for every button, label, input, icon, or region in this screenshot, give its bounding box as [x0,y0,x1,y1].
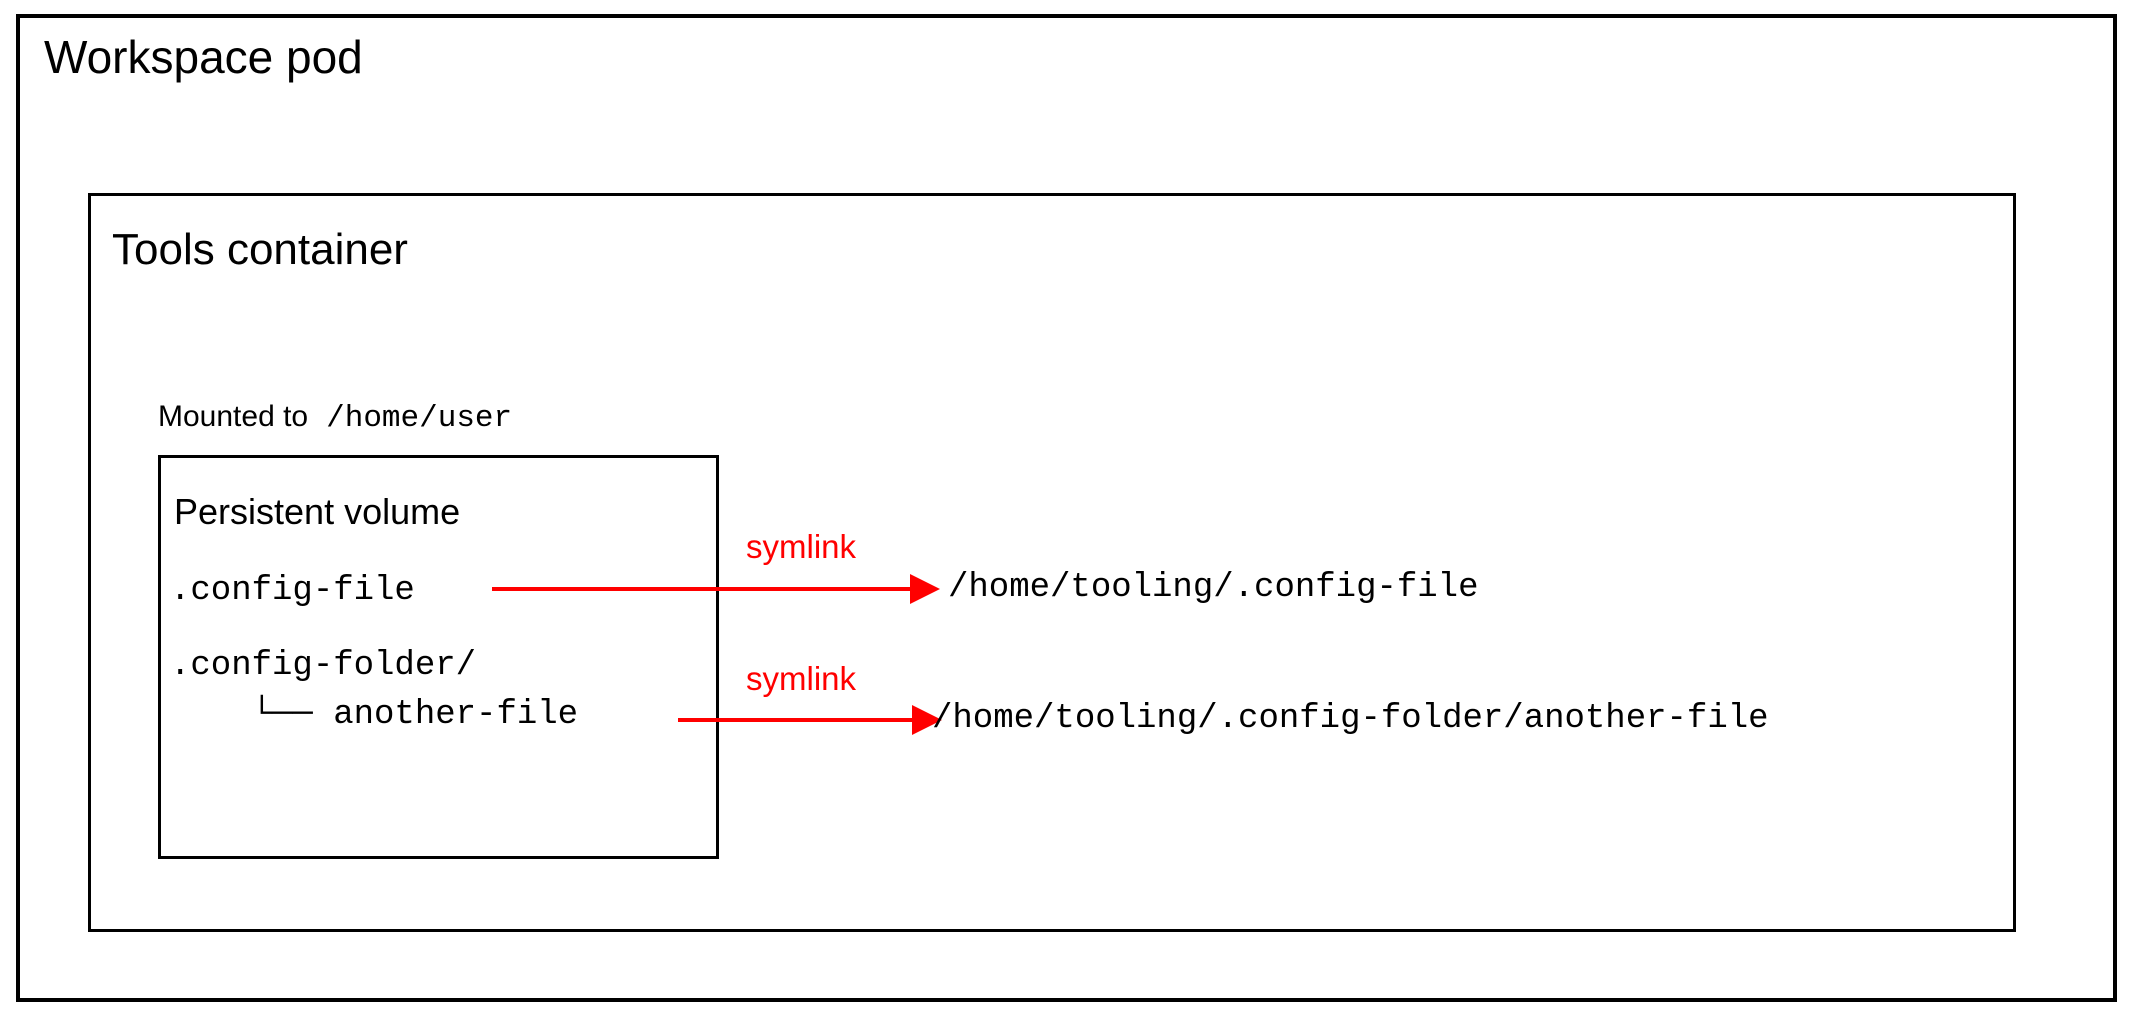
workspace-pod-title: Workspace pod [44,31,363,83]
symlink-arrow-head-icon-1 [910,574,940,604]
symlink-arrow-head-icon-2 [912,705,942,735]
mount-label: Mounted to [158,400,309,433]
persistent-volume-box [158,455,719,859]
file-entry-another-file: └── another-file [170,696,579,734]
mount-caption: Mounted to /home/user [158,398,512,438]
symlink-arrow-line-1 [492,587,916,591]
tools-container-title: Tools container [112,225,408,274]
symlink-target-path-2: /home/tooling/.config-folder/another-fil… [932,700,1769,738]
file-entry-config-file: .config-file [170,572,415,610]
symlink-target-path-1: /home/tooling/.config-file [948,569,1479,607]
persistent-volume-title: Persistent volume [174,491,461,532]
symlink-label-1: symlink [746,528,857,565]
symlink-label-2: symlink [746,660,857,697]
file-entry-config-folder: .config-folder/ [170,647,477,685]
mount-path: /home/user [326,401,513,436]
symlink-arrow-line-2 [678,718,918,722]
